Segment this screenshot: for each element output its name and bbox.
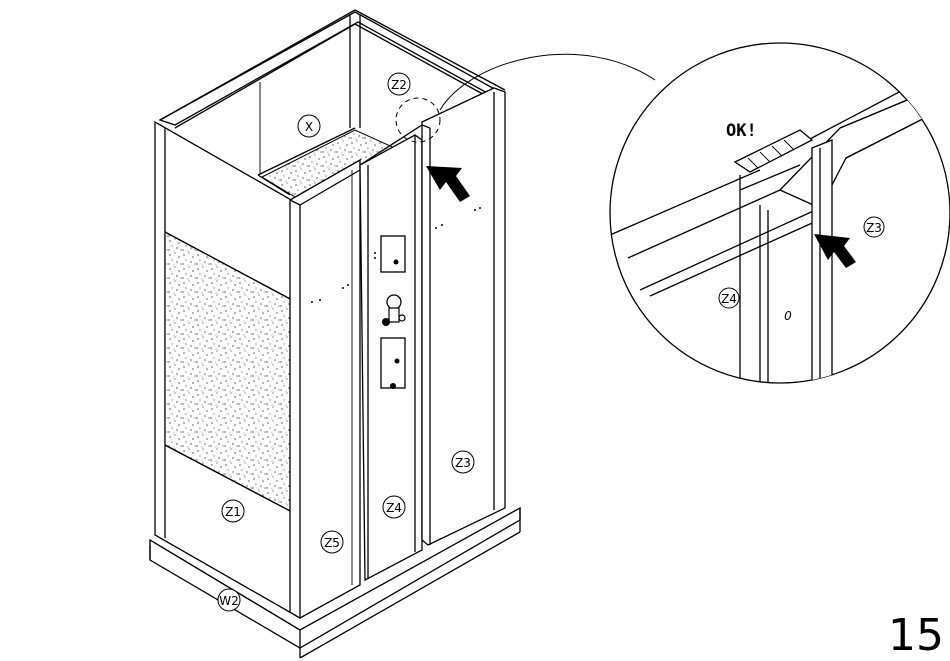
detail-view: OK! Z3 Z4 0 (610, 43, 950, 400)
label-x: X (305, 120, 313, 134)
label-z2: Z2 (391, 78, 407, 92)
detail-label-z3: Z3 (866, 221, 882, 235)
step-number: 15 (888, 614, 944, 658)
detail-label-z4: Z4 (721, 292, 737, 306)
label-w2: W2 (219, 594, 239, 608)
control-panel-upper (381, 236, 405, 272)
label-z1: Z1 (225, 505, 241, 519)
label-z3: Z3 (455, 456, 471, 470)
panel-z1 (155, 122, 300, 618)
control-panel-lower (381, 338, 405, 388)
detail-mark: 0 (784, 309, 792, 323)
ok-text: OK! (726, 121, 757, 141)
label-z4: Z4 (386, 501, 402, 515)
label-z5: Z5 (324, 536, 340, 550)
